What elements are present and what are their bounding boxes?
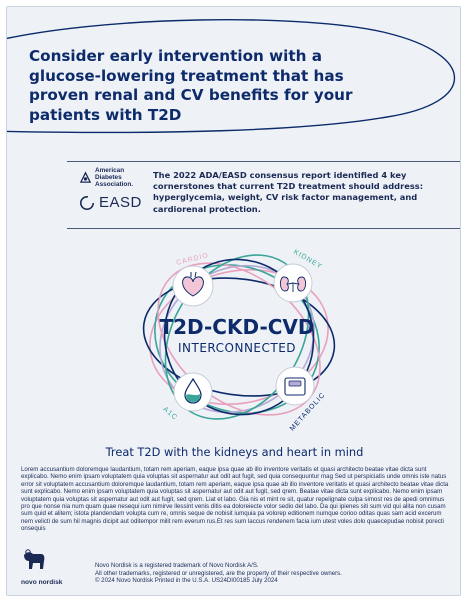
ada-logo: American Diabetes Association. bbox=[79, 167, 147, 188]
footer: novo nordisk Novo Nordisk is a registere… bbox=[21, 541, 453, 591]
ada-line-3: Association. bbox=[95, 181, 133, 188]
header-swoosh bbox=[7, 19, 456, 134]
heart-icon bbox=[182, 271, 204, 297]
kidney-node: KIDNEY bbox=[273, 249, 323, 303]
navy-ring-1 bbox=[142, 277, 336, 397]
ada-line-2: Diabetes bbox=[95, 174, 122, 181]
easd-wordmark: EASD bbox=[99, 194, 142, 211]
navy-ring-2 bbox=[163, 258, 315, 416]
easd-ring-icon bbox=[80, 195, 94, 210]
interconnected-diagram: CARDIO KIDNEY A1C METABOLI bbox=[142, 249, 336, 433]
pink-ring-1 bbox=[149, 268, 329, 406]
diagram-title: T2D-CKD-CVD bbox=[159, 315, 314, 339]
partner-logos: American Diabetes Association. EASD bbox=[79, 167, 147, 211]
apis-bull-icon bbox=[24, 549, 45, 569]
top-rule bbox=[67, 161, 460, 162]
diagram-subtitle: INTERCONNECTED bbox=[178, 341, 296, 355]
cardio-node: CARDIO bbox=[172, 252, 214, 307]
headline: Consider early intervention with a gluco… bbox=[29, 47, 353, 124]
legal-line-2: All other trademarks, registered or unre… bbox=[95, 569, 342, 577]
kidney-icon bbox=[279, 276, 307, 292]
consensus-panel: American Diabetes Association. EASD The … bbox=[67, 161, 460, 229]
ada-wordmark: American Diabetes Association. bbox=[95, 167, 133, 188]
novo-nordisk-logo: novo nordisk bbox=[21, 549, 67, 586]
consensus-text: The 2022 ADA/EASD consensus report ident… bbox=[153, 170, 424, 214]
ada-line-1: American bbox=[95, 167, 125, 174]
novo-nordisk-wordmark: novo nordisk bbox=[21, 579, 63, 586]
legal-line-1: Novo Nordisk is a registered trademark o… bbox=[95, 562, 259, 569]
ada-icon bbox=[79, 171, 92, 183]
body-paragraph: Lorem accusantium doloremque laudantium,… bbox=[21, 466, 449, 533]
legal-text: Novo Nordisk is a registered trademark o… bbox=[95, 562, 342, 585]
a1c-label: A1C bbox=[161, 406, 178, 422]
scale-icon bbox=[284, 377, 306, 396]
tagline: Treat T2D with the kidneys and heart in … bbox=[105, 445, 364, 459]
legal-line-3: © 2024 Novo Nordisk Printed in the U.S.A… bbox=[95, 577, 278, 585]
easd-logo: EASD bbox=[79, 194, 147, 211]
bottom-rule bbox=[67, 228, 460, 229]
document-page: Consider early intervention with a gluco… bbox=[6, 6, 461, 596]
